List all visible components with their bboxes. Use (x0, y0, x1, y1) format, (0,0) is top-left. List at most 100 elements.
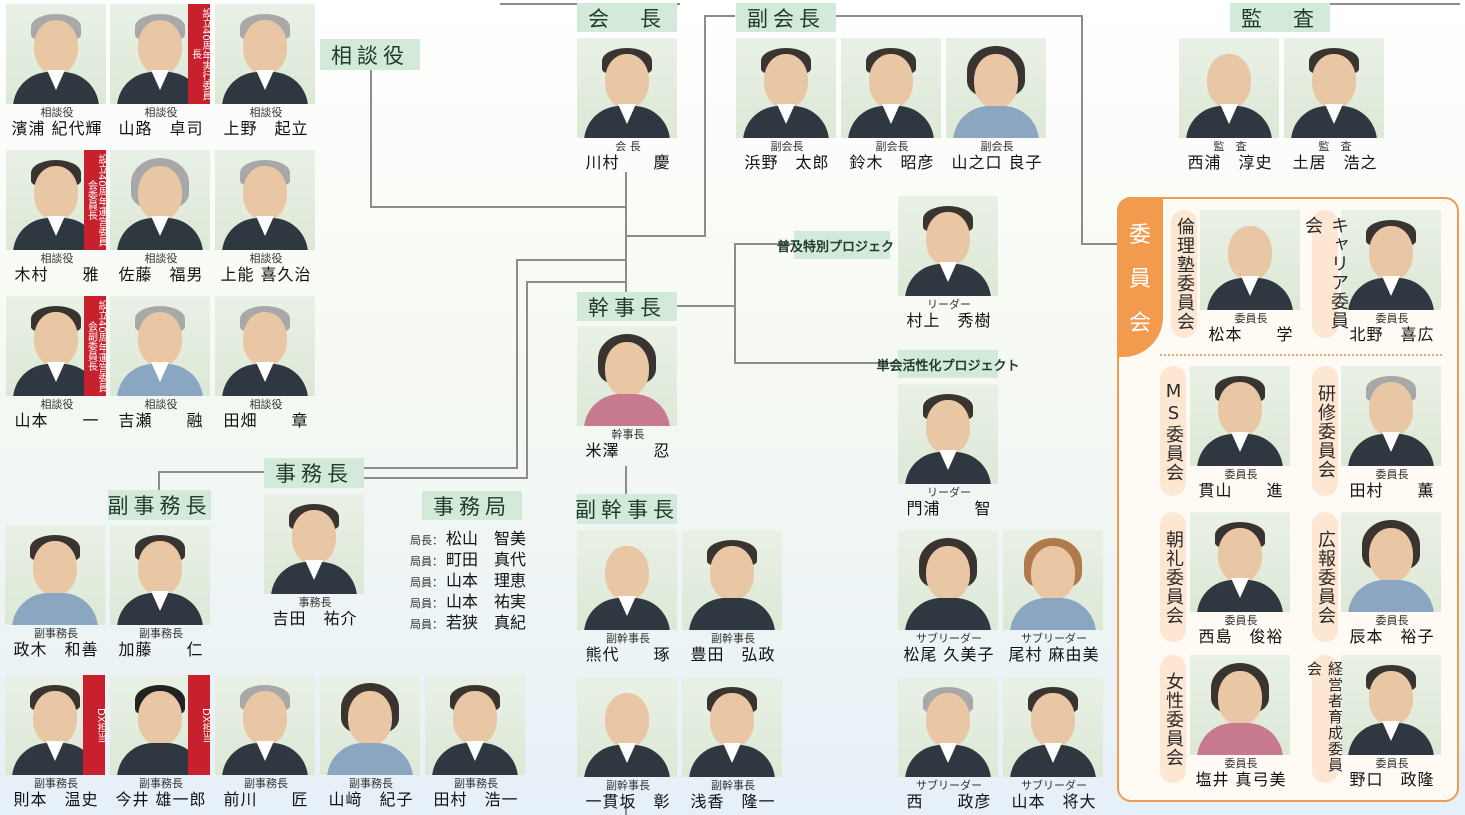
anniversary-badge: 設立40周年運営委員会副委員長 (84, 296, 106, 396)
label-tankai-project: 単会活性化プロジェクト (877, 350, 1020, 378)
vice-office-chief-card: DX担当 副事務長 則本 温史 (5, 675, 107, 809)
line-fukukai-branch (626, 15, 735, 237)
committee-title-char: 委 (1128, 223, 1151, 248)
person-name: 村上 秀樹 (906, 311, 992, 330)
person-name: 野口 政隆 (1349, 770, 1435, 789)
advisor-card: 設立40周年実行委員長 相談役 山路 卓司 (110, 4, 212, 138)
label-kaichou: 会 長 (577, 3, 677, 32)
advisor-card: 設立40周年運営委員会委員長 相談役 木村 雅 (6, 150, 108, 284)
portrait (215, 4, 315, 104)
dx-badge: DX担当 (188, 675, 210, 775)
portrait (898, 530, 998, 630)
person-name: 熊代 琢 (585, 645, 671, 664)
portrait (577, 326, 677, 426)
portrait (1284, 38, 1384, 138)
committee-name: 倫理塾委員会 (1171, 210, 1197, 338)
auditor-card: 監 査 西浦 淳史 (1179, 38, 1281, 172)
role-label: 相談役 (144, 252, 178, 265)
committee-chair-card: 委員長 西島 俊裕 (1190, 512, 1292, 646)
person-name: 鈴木 昭彦 (849, 153, 935, 172)
auditor-card: 監 査 土居 浩之 (1284, 38, 1386, 172)
label-fukyu-project: 普及特別プロジェクト (777, 231, 907, 259)
portrait (320, 675, 420, 775)
advisor-card: 相談役 上能 喜久治 (215, 150, 317, 284)
portrait: DX担当 (5, 675, 105, 775)
person-name: 山﨑 紀子 (328, 790, 414, 809)
committee-name: 広報委員会 (1312, 512, 1338, 642)
person-name: 門浦 智 (906, 499, 992, 518)
portrait (577, 530, 677, 630)
committee-title: 委 員 会 (1117, 197, 1163, 357)
advisor-card: 設立40周年運営委員会副委員長 相談役 山本 一 (6, 296, 108, 430)
subleader-card: サブリーダー 尾村 麻由美 (1003, 530, 1105, 664)
line-jimu-lower (362, 281, 626, 479)
staff-row: 局員：若狭 真紀 (410, 609, 526, 632)
portrait: 設立40周年運営委員会副委員長 (6, 296, 106, 396)
anniversary-badge: 設立40周年運営委員会委員長 (84, 150, 106, 250)
person-name: 山之口 良子 (951, 153, 1043, 172)
staff-role: 局員： (410, 597, 443, 610)
label-fukukanjichou: 副幹事長 (575, 494, 677, 524)
person-name: 田村 薫 (1349, 481, 1435, 500)
vice-office-chief-card: 副事務長 加藤 仁 (110, 525, 212, 659)
portrait (577, 677, 677, 777)
role-label: 相談役 (40, 106, 74, 119)
person-name: 尾村 麻由美 (1008, 645, 1100, 664)
president-card: 会 長 川村 慶 (577, 38, 679, 172)
portrait (946, 38, 1046, 138)
role-label: 相談役 (40, 252, 74, 265)
staff-role: 局長： (410, 534, 443, 547)
role-label: 事務長 (298, 596, 332, 609)
line-project-2 (734, 306, 898, 364)
role-label: リーダー (927, 298, 971, 311)
role-label: サブリーダー (1021, 779, 1087, 792)
staff-role: 局員： (410, 618, 443, 631)
staff-name: 松山 智美 (446, 529, 527, 548)
role-label: 相談役 (249, 252, 283, 265)
role-label: 副事務長 (244, 777, 288, 790)
role-label: 相談役 (249, 398, 283, 411)
role-label: 副会長 (980, 140, 1014, 153)
person-name: 豊田 弘政 (690, 645, 776, 664)
person-name: 山本 一 (14, 411, 100, 430)
portrait: 設立40周年実行委員長 (110, 4, 210, 104)
portrait (215, 675, 315, 775)
role-label: 相談役 (144, 398, 178, 411)
role-label: 副会長 (875, 140, 909, 153)
role-label: 副事務長 (34, 777, 78, 790)
role-label: 委員長 (1375, 757, 1409, 770)
committee-chair-card: 委員長 貫山 進 (1190, 366, 1292, 500)
staff-row: 局員：山本 祐実 (410, 588, 526, 611)
role-label: 副幹事長 (606, 632, 650, 645)
person-name: 今井 雄一郎 (115, 790, 207, 809)
staff-role: 局員： (410, 576, 443, 589)
vice-secretary-card: 副幹事長 一貫坂 彰 (577, 677, 679, 811)
portrait (1190, 655, 1290, 755)
committee-title-char: 員 (1128, 267, 1151, 292)
committee-name: 研修委員会 (1312, 366, 1338, 496)
vice-office-chief-card: 副事務長 前川 匠 (215, 675, 317, 809)
role-label: 相談役 (40, 398, 74, 411)
committee-chair-card: 委員長 田村 薫 (1341, 366, 1443, 500)
committee-title-char: 会 (1128, 311, 1151, 336)
person-name: 田畑 章 (223, 411, 309, 430)
committee-chair-card: 委員長 松本 学 (1200, 210, 1302, 344)
person-name: 土居 浩之 (1292, 153, 1378, 172)
portrait (898, 384, 998, 484)
role-label: 副幹事長 (606, 779, 650, 792)
role-label: 委員長 (1224, 757, 1258, 770)
person-name: 辰本 裕子 (1349, 627, 1435, 646)
advisor-card: 相談役 濱浦 紀代輝 (6, 4, 108, 138)
vice-secretary-card: 副幹事長 豊田 弘政 (682, 530, 784, 664)
advisor-card: 相談役 田畑 章 (215, 296, 317, 430)
role-label: サブリーダー (1021, 632, 1087, 645)
person-name: 川村 慶 (585, 153, 671, 172)
person-name: 山本 将大 (1011, 792, 1097, 811)
line-fukukai-kansa (836, 15, 1120, 245)
person-name: 北野 喜広 (1349, 325, 1435, 344)
portrait (6, 4, 106, 104)
committee-divider (1160, 354, 1442, 356)
person-name: 浜野 太郎 (744, 153, 830, 172)
subleader-card: サブリーダー 山本 将大 (1003, 677, 1105, 811)
role-label: 委員長 (1234, 312, 1268, 325)
